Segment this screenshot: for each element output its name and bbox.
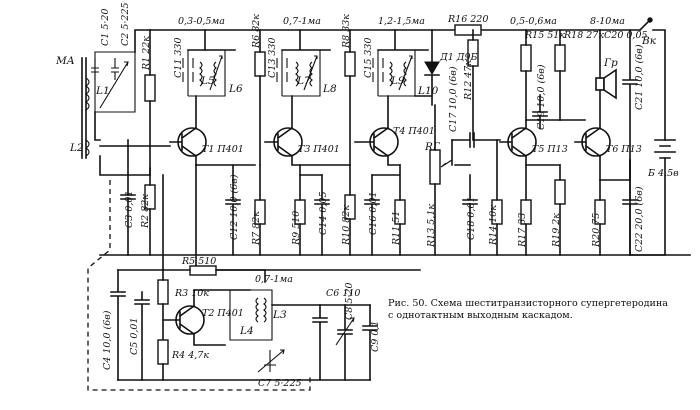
stage-t4 <box>344 29 453 256</box>
label-l1: L1 <box>95 85 110 97</box>
label-r20: R20 75 <box>591 213 602 248</box>
stage-t2-oscillator <box>110 174 378 381</box>
label-c6: C6 110 <box>326 288 360 299</box>
label-c1: C1 5·20 <box>100 9 111 47</box>
label-current-6: 8-10ма <box>590 16 625 27</box>
label-l4: L4 <box>239 325 254 337</box>
label-r10: R10 82к <box>341 205 352 246</box>
component-labels: МА C1 5·20 C2 5·225 R1 22к L1 L2 C3 0,01… <box>55 2 679 389</box>
label-r7: R7 82к <box>251 211 262 246</box>
label-t2: T2 П401 <box>202 308 244 319</box>
label-l5: L5 <box>200 75 215 87</box>
label-t4: T4 П401 <box>393 126 435 137</box>
label-c8: C8 5·20 <box>344 283 355 321</box>
label-r18: R18 27к <box>563 30 604 41</box>
label-battery: Б 4,5в <box>647 168 679 179</box>
label-r1: R1 22к <box>141 36 152 71</box>
label-antenna: МА <box>55 55 75 67</box>
label-c12: C12 10,0 (6в) <box>229 174 240 240</box>
label-c13: C13 330 <box>267 37 278 78</box>
label-r17: R17 33 <box>517 213 528 248</box>
label-r15: R15 51к <box>524 30 565 41</box>
label-c20: C20 0,05 <box>604 30 648 41</box>
label-current-1: 0,3-0,5ма <box>178 16 225 27</box>
label-c5: C5 0,01 <box>129 318 140 356</box>
label-r2: R2 82к <box>140 194 151 229</box>
label-r16: R16 220 <box>447 14 488 25</box>
stage-t3 <box>264 29 356 256</box>
label-t1: T1 П401 <box>202 144 244 155</box>
label-t3: T3 П401 <box>298 144 340 155</box>
label-speaker: Гр <box>603 57 618 69</box>
label-c22: C22 20,0 (6в) <box>634 186 645 252</box>
label-r14: R14 10к <box>488 205 499 246</box>
label-c4: C4 10,0 (6в) <box>102 310 113 370</box>
label-r19: R19 2к <box>551 213 562 248</box>
label-switch: Вк <box>641 35 657 47</box>
label-c11: C11 330 <box>173 37 184 78</box>
label-current-3: 1,2-1,5ма <box>378 16 425 27</box>
label-c3: C3 0,01 <box>124 191 135 229</box>
label-l3: L3 <box>272 309 287 321</box>
label-d1: Д1 Д9Б <box>439 52 478 63</box>
label-r4: R4 4,7к <box>171 350 209 361</box>
label-c21: C21 10,0 (6в) <box>634 44 645 110</box>
label-current-5: 0,5-0,6ма <box>510 16 557 27</box>
label-l8: L8 <box>322 83 337 95</box>
label-r9: R9 510 <box>291 211 302 246</box>
caption-line-1: Рис. 50. Схема шеститранзисторного супер… <box>388 298 669 309</box>
label-l7: L7 <box>296 75 311 87</box>
label-c19: C19 10,0 (6в) <box>536 64 547 130</box>
label-c17: C17 10,0 (6в) <box>448 66 459 132</box>
label-r5: R5 510 <box>181 256 216 267</box>
label-t5: T5 П13 <box>532 144 568 155</box>
label-c15: C15 330 <box>363 37 374 78</box>
label-c18: C18 0,01 <box>466 196 477 240</box>
label-c2: C2 5·225 <box>120 2 131 46</box>
stage-t5 <box>451 29 566 256</box>
figure-caption: Рис. 50. Схема шеститранзисторного супер… <box>388 298 688 322</box>
label-r8: R8 33к <box>341 14 352 49</box>
input-circuit <box>81 29 691 391</box>
label-c16: C16 0,01 <box>368 191 379 235</box>
label-c14: C14 0,05 <box>318 191 329 235</box>
label-r13: R13 5,1к <box>426 204 437 248</box>
label-r12: R12 47к <box>463 60 474 101</box>
label-l6: L6 <box>228 83 243 95</box>
label-l10: L10 <box>417 85 439 97</box>
label-c7: C7 5·225 <box>258 378 302 389</box>
label-current-2b: 0,7-1ма <box>255 274 293 285</box>
caption-line-2: с однотактным выходным каскадом. <box>388 310 573 321</box>
label-current-2: 0,7-1ма <box>283 16 321 27</box>
label-t6: T6 П13 <box>606 144 642 155</box>
label-l2: L2 <box>69 142 84 154</box>
label-rg: RГ <box>424 141 441 153</box>
label-r6: R6 82к <box>251 14 262 49</box>
label-r11: R11 51 <box>391 211 402 246</box>
label-l9: L9 <box>390 75 405 87</box>
label-r3: R3 10к <box>174 288 209 299</box>
stage-t6 <box>559 29 676 256</box>
label-c9: C9 0,1 <box>370 321 381 352</box>
